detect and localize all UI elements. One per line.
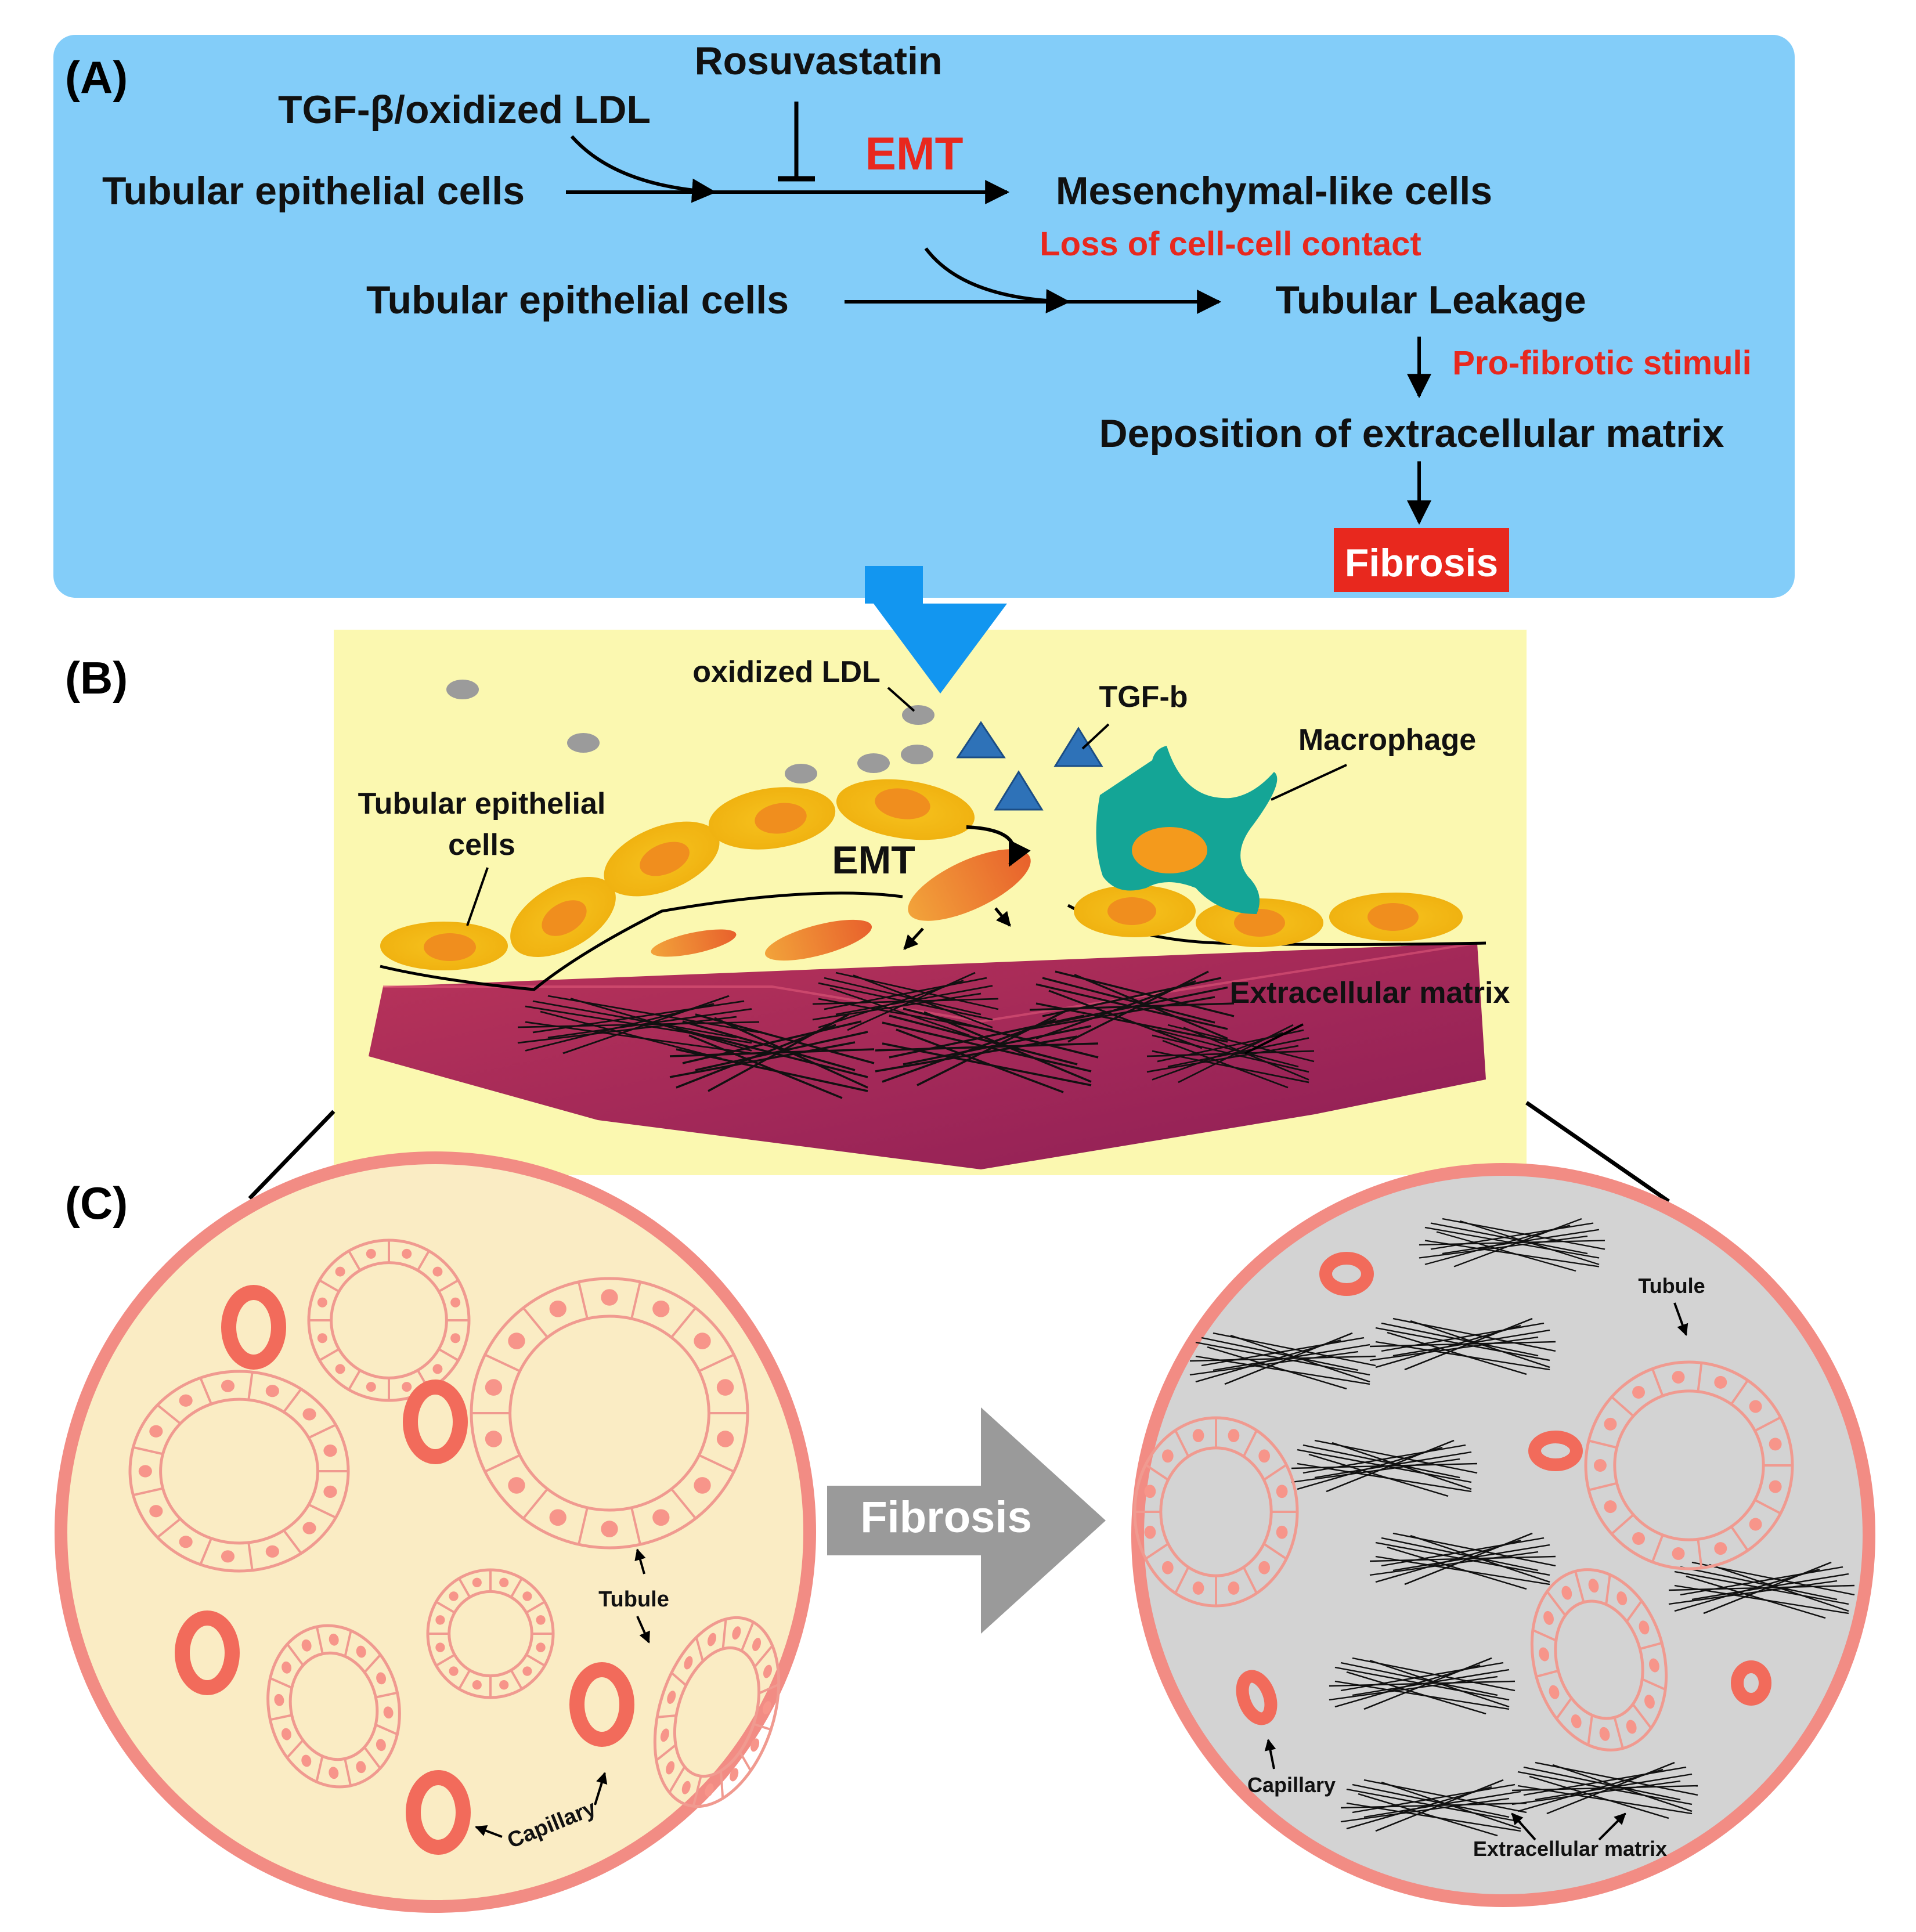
panel-b: (B)	[65, 566, 1670, 1203]
zoom-line-left	[248, 1110, 335, 1200]
tubule-label-left: Tubule	[598, 1587, 669, 1612]
tubular-label-line1: Tubular epithelial	[358, 787, 606, 821]
tubule-cross-section	[1584, 1360, 1794, 1570]
macrophage-nucleus	[1132, 827, 1207, 873]
down-arrow	[865, 566, 1007, 694]
mesenchymal-like-cells-label: Mesenchymal-like cells	[1056, 169, 1492, 213]
panel-a: (A) Rosuvastatin TGF-β/oxidized LDL Tubu…	[53, 35, 1795, 598]
tgf-oxldl-label: TGF-β/oxidized LDL	[278, 88, 651, 132]
panel-a-background	[53, 35, 1795, 598]
tubule-cross-section	[128, 1370, 350, 1573]
mesenchymal-cells-b	[651, 849, 1031, 961]
tubule-cross-section	[426, 1568, 555, 1699]
tubular-label-line2: cells	[448, 828, 515, 862]
capillary-label-right: Capillary	[1247, 1773, 1336, 1797]
tubular-epithelial-cells-b	[380, 779, 975, 970]
tubule-cross-section	[470, 1277, 749, 1550]
tubular-leakage-label: Tubular Leakage	[1275, 278, 1586, 322]
emt-label-a: EMT	[865, 128, 964, 179]
panel-b-label: (B)	[65, 652, 128, 703]
tubule-cross-section	[307, 1238, 471, 1402]
tubule-cross-section	[653, 1616, 781, 1808]
tgf-b-label: TGF-b	[1099, 680, 1188, 714]
rosuvastatin-label: Rosuvastatin	[695, 39, 943, 83]
zoom-line-right	[1525, 1101, 1670, 1203]
extracellular-matrix-label-right: Extracellular matrix	[1473, 1837, 1667, 1861]
tubule-label-right: Tubule	[1638, 1274, 1705, 1298]
healthy-capillaries	[175, 1285, 634, 1855]
deposition-label: Deposition of extracellular matrix	[1099, 411, 1724, 456]
fibrotic-tubules	[1133, 1360, 1794, 1752]
tubular-epithelial-cells-label-2: Tubular epithelial cells	[366, 278, 789, 322]
tubule-cross-section	[1133, 1416, 1299, 1608]
tgf-input-arrow	[570, 135, 717, 203]
tgf-b-triangles	[956, 721, 1103, 811]
fibrosis-box-label: Fibrosis	[1345, 541, 1499, 585]
basement-membrane-left	[380, 891, 903, 991]
extracellular-matrix-layer	[369, 943, 1486, 1169]
panel-a-label: (A)	[65, 52, 128, 103]
fibrosis-progression-arrow	[827, 1407, 1106, 1634]
panel-c: (C) Tubule Capillary Fibrosis	[55, 1151, 1875, 1913]
loss-contact-arrow	[924, 247, 1071, 313]
tubule-cross-section	[1530, 1568, 1668, 1752]
oxidized-ldl-particles	[446, 680, 934, 783]
oxidized-ldl-label: oxidized LDL	[692, 655, 881, 689]
tubular-epithelial-cells-right-b	[1074, 885, 1463, 947]
tubular-epithelial-cells-label-1: Tubular epithelial cells	[102, 169, 525, 213]
emt-label-b: EMT	[832, 838, 915, 882]
panel-c-label: (C)	[65, 1178, 128, 1229]
macrophage-label: Macrophage	[1298, 723, 1476, 757]
emt-arrow-b	[966, 825, 1031, 867]
extracellular-matrix-label-b: Extracellular matrix	[1230, 976, 1510, 1010]
pro-fibrotic-label: Pro-fibrotic stimuli	[1452, 344, 1752, 382]
fibrotic-capillaries	[1236, 1252, 1771, 1725]
healthy-tubules	[128, 1238, 781, 1808]
fibrosis-box	[1334, 528, 1509, 592]
fibrosis-arrow-label: Fibrosis	[860, 1493, 1032, 1542]
loss-of-contact-label: Loss of cell-cell contact	[1040, 225, 1421, 263]
tubule-cross-section	[266, 1624, 401, 1789]
